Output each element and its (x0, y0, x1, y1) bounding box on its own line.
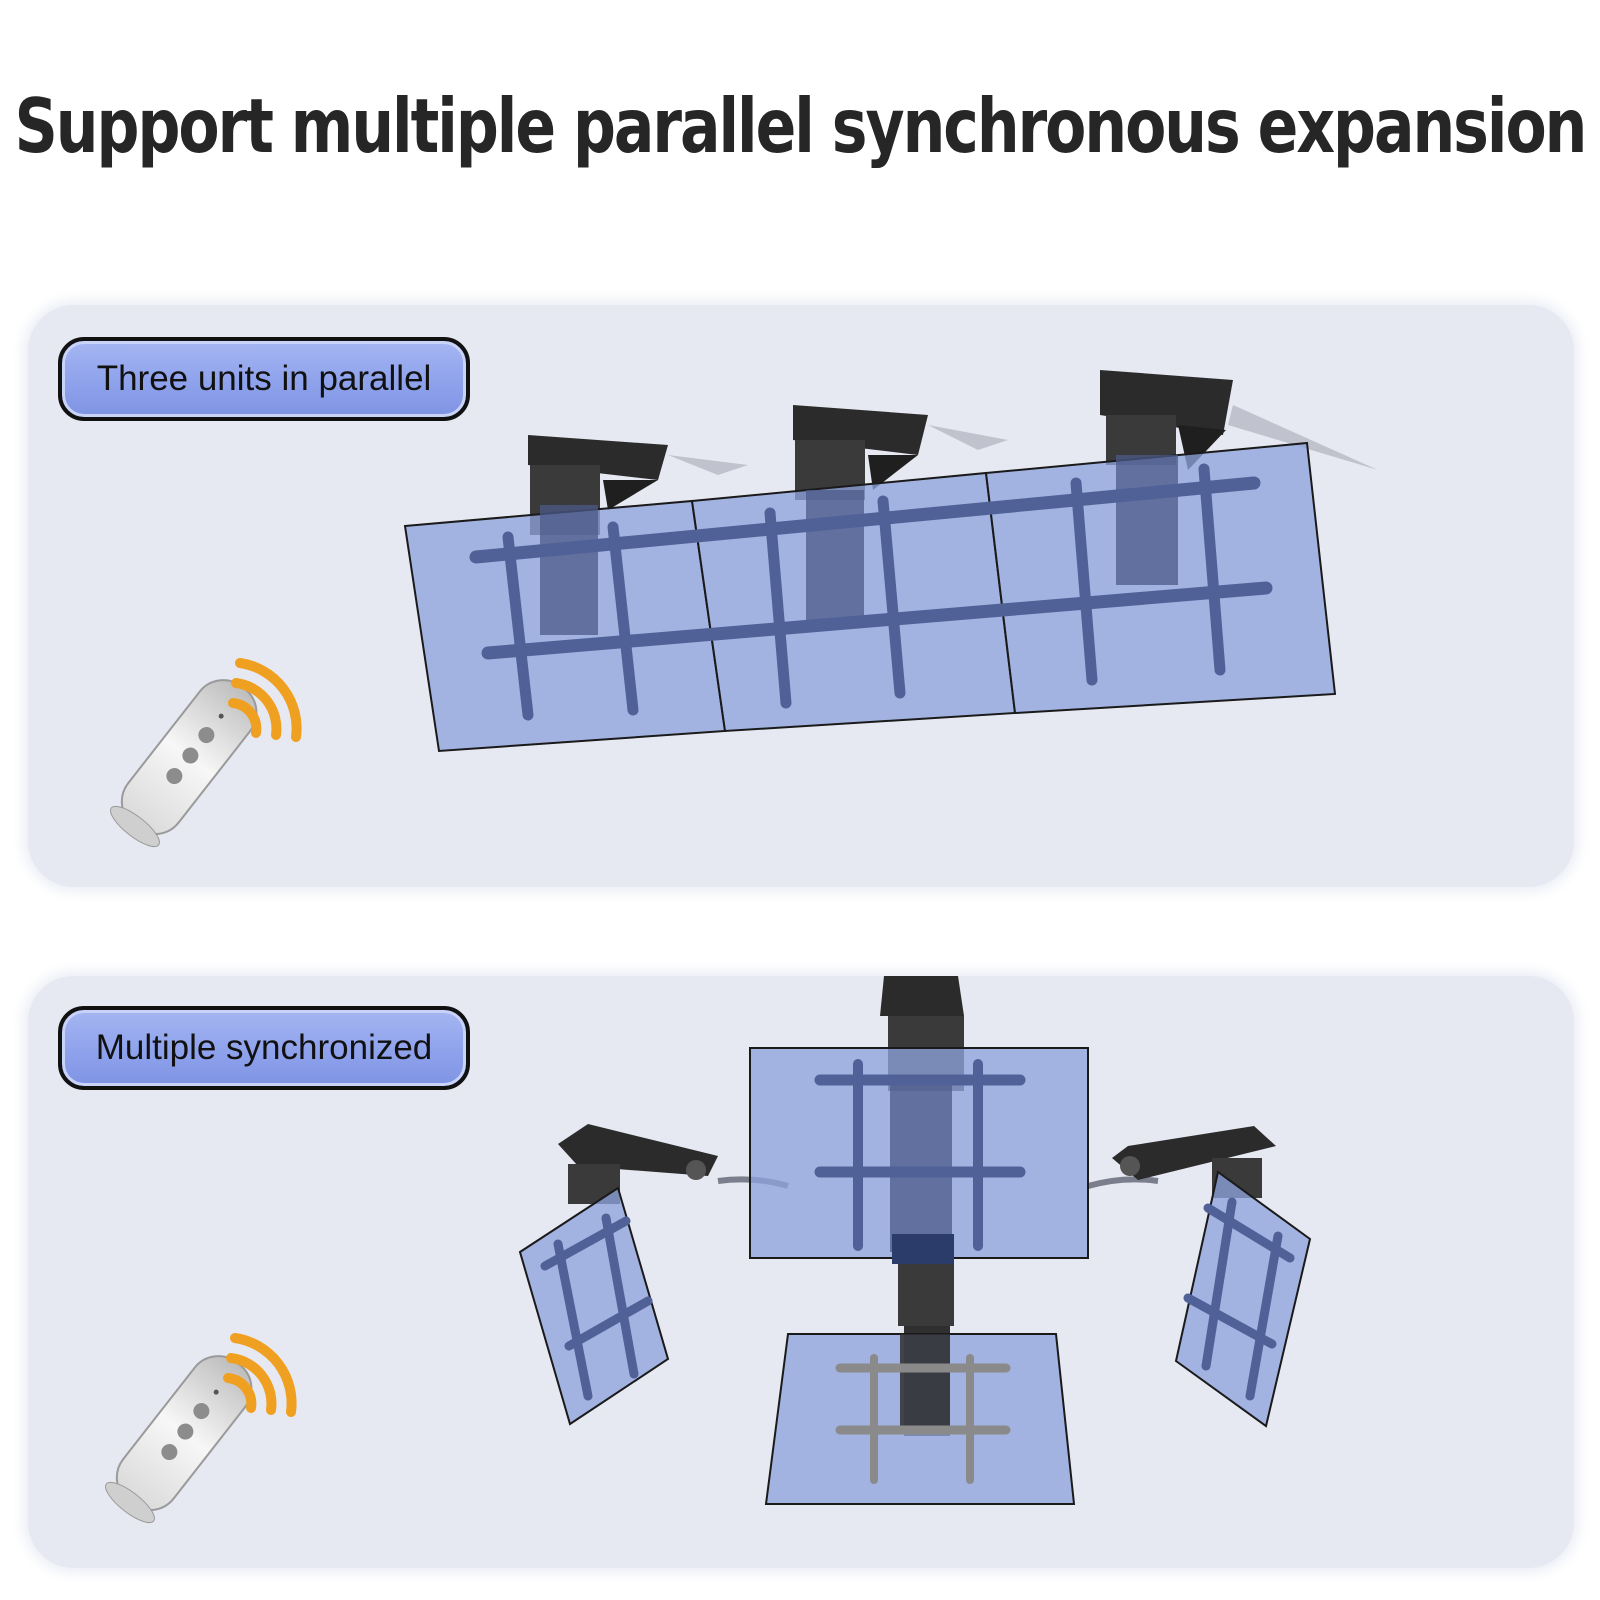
mounting-frame-left (540, 1213, 653, 1401)
mounting-frame-bottom (835, 1354, 1011, 1484)
synchronized-label-badge: Multiple synchronized (58, 1006, 470, 1090)
wireless-signal-icon (228, 658, 302, 742)
wireless-signal-icon (223, 1333, 297, 1417)
lift-unit-left (558, 1124, 718, 1204)
synchronized-panel: Multiple synchronized (28, 976, 1574, 1568)
synchronized-illustration (105, 976, 1312, 1524)
parallel-panel: Three units in parallel (28, 305, 1574, 887)
lift-unit-2 (793, 405, 928, 500)
remote-control-icon (105, 1355, 253, 1524)
parallel-label-badge: Three units in parallel (58, 337, 470, 421)
page-title: Support multiple parallel synchronous ex… (14, 83, 1588, 171)
parallel-illustration (110, 370, 1378, 848)
lift-unit-right (1112, 1126, 1276, 1198)
mounting-frame-right (1183, 1197, 1295, 1401)
mounting-frame (469, 463, 1273, 721)
mounting-frame-top (814, 1059, 1026, 1251)
remote-control-icon (110, 679, 258, 848)
